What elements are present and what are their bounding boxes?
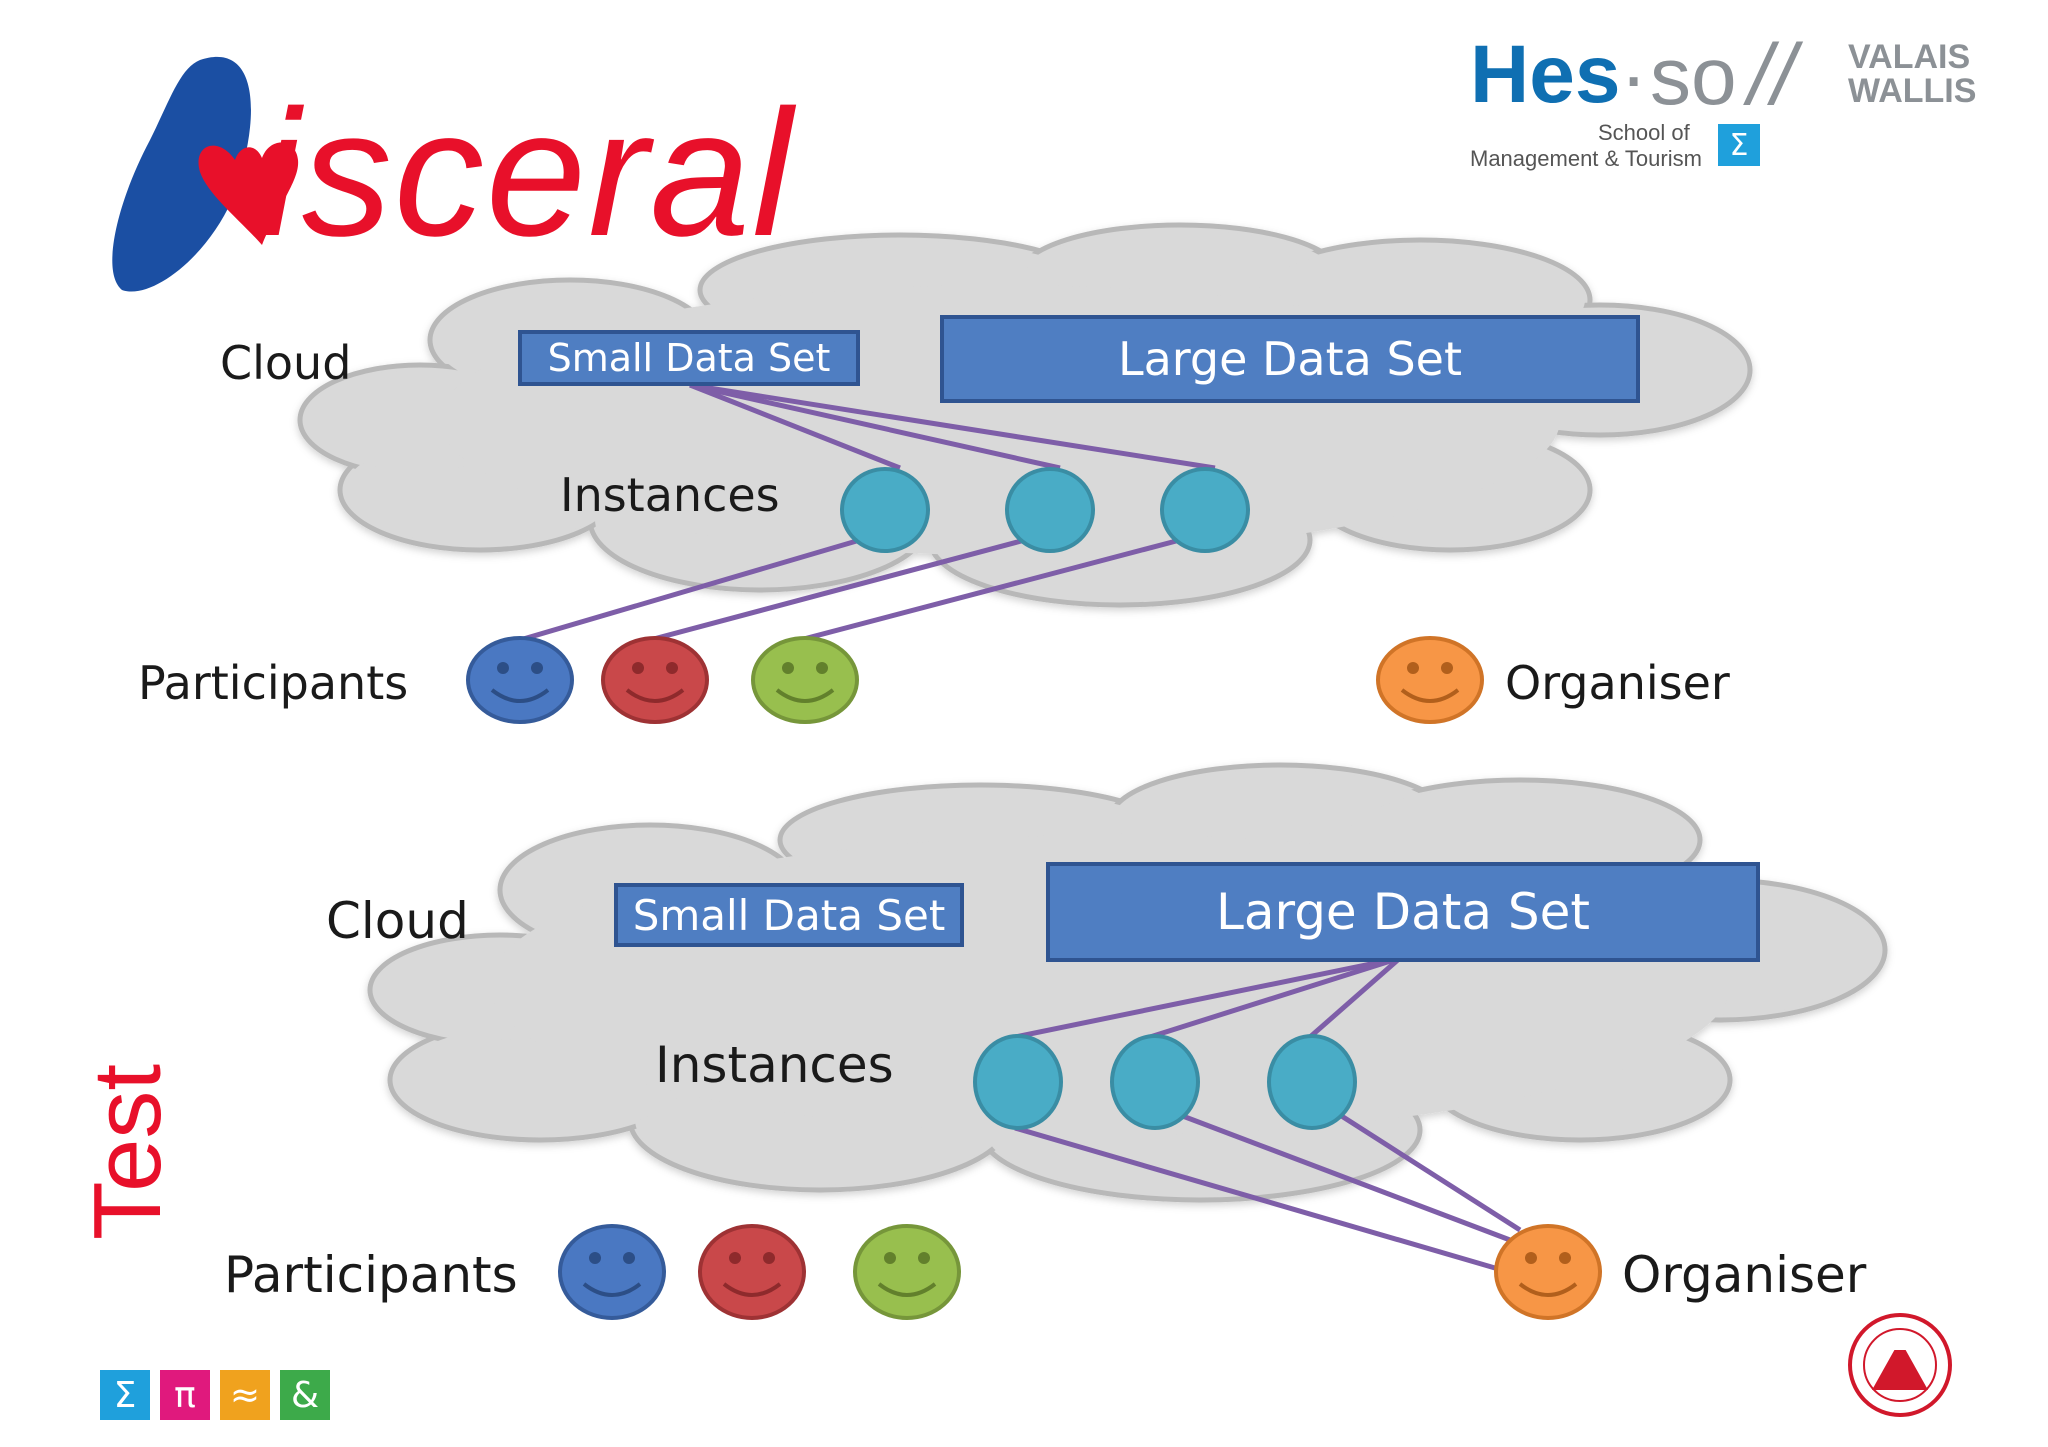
hes-so-name-dot: · xyxy=(1620,31,1648,122)
instances-label-bottom: Instances xyxy=(655,1036,894,1094)
participant-red-face-bottom xyxy=(698,1224,806,1320)
hes-so-slashes: // xyxy=(1748,27,1796,123)
cloud-label-top: Cloud xyxy=(220,336,352,390)
participants-top xyxy=(466,636,1484,724)
hes-so-name-left: Hes xyxy=(1470,29,1621,120)
participant-blue-face xyxy=(466,636,574,724)
large-data-set-bottom: Large Data Set xyxy=(1046,862,1760,962)
hes-so-school-line-1: School of xyxy=(1598,120,1690,145)
organiser-label-bottom: Organiser xyxy=(1622,1246,1867,1304)
organiser-top-face xyxy=(1376,636,1484,724)
participant-green-face xyxy=(751,636,859,724)
hes-so-region-1: VALAIS xyxy=(1848,38,1971,76)
organiser-label-top: Organiser xyxy=(1505,656,1730,710)
connectors-bottom-organiser xyxy=(1014,1112,1522,1271)
hes-so-region-2: WALLIS xyxy=(1848,72,1977,110)
connectors-top-participants xyxy=(519,537,1181,643)
participants-label-top: Participants xyxy=(138,656,409,710)
hes-so-name-right: so xyxy=(1650,31,1737,122)
instance-bottom-3 xyxy=(1267,1034,1357,1130)
participant-green-face-bottom xyxy=(853,1224,961,1320)
instance-bottom-2 xyxy=(1110,1034,1200,1130)
approx-symbol-icon: ≈ xyxy=(220,1370,270,1420)
sigma-symbol-icon: Σ xyxy=(100,1370,150,1420)
organiser-bottom-face xyxy=(1494,1224,1602,1320)
participant-red-face xyxy=(601,636,709,724)
heart-icon xyxy=(198,142,299,245)
instances-bottom xyxy=(973,1034,1357,1130)
visceral-logo-mark xyxy=(112,56,299,292)
sigma-icon: Σ xyxy=(1718,124,1760,166)
connectors-top-data xyxy=(689,382,1216,471)
cloud-bottom xyxy=(367,762,1888,1203)
cloud-top xyxy=(297,222,1753,608)
symbol-strip: Σ π ≈ & xyxy=(100,1370,340,1422)
instance-top-2 xyxy=(1005,467,1095,553)
test-phase-label: Test xyxy=(74,1063,181,1240)
instance-top-3 xyxy=(1160,467,1250,553)
instance-top-1 xyxy=(840,467,930,553)
visceral-logo-text: isceral xyxy=(260,73,795,274)
connectors-bottom-data xyxy=(1014,955,1402,1040)
ampersand-symbol-icon: & xyxy=(280,1370,330,1420)
participant-blue-face-bottom xyxy=(558,1224,666,1320)
valais-excellence-seal xyxy=(1848,1313,1952,1417)
small-data-set-bottom: Small Data Set xyxy=(614,883,964,947)
small-data-set-top: Small Data Set xyxy=(518,330,860,386)
hes-so-logo: Hes · so // VALAIS WALLIS School of Mana… xyxy=(1470,27,1990,178)
cloud-label-bottom: Cloud xyxy=(326,892,469,950)
pi-symbol-icon: π xyxy=(160,1370,210,1420)
participants-label-bottom: Participants xyxy=(224,1246,518,1304)
participants-bottom xyxy=(558,1224,1602,1320)
instances-top xyxy=(840,467,1250,553)
instances-label-top: Instances xyxy=(560,468,780,522)
large-data-set-top: Large Data Set xyxy=(940,315,1640,403)
instance-bottom-1 xyxy=(973,1034,1063,1130)
hes-so-school-line-2: Management & Tourism xyxy=(1470,146,1702,171)
